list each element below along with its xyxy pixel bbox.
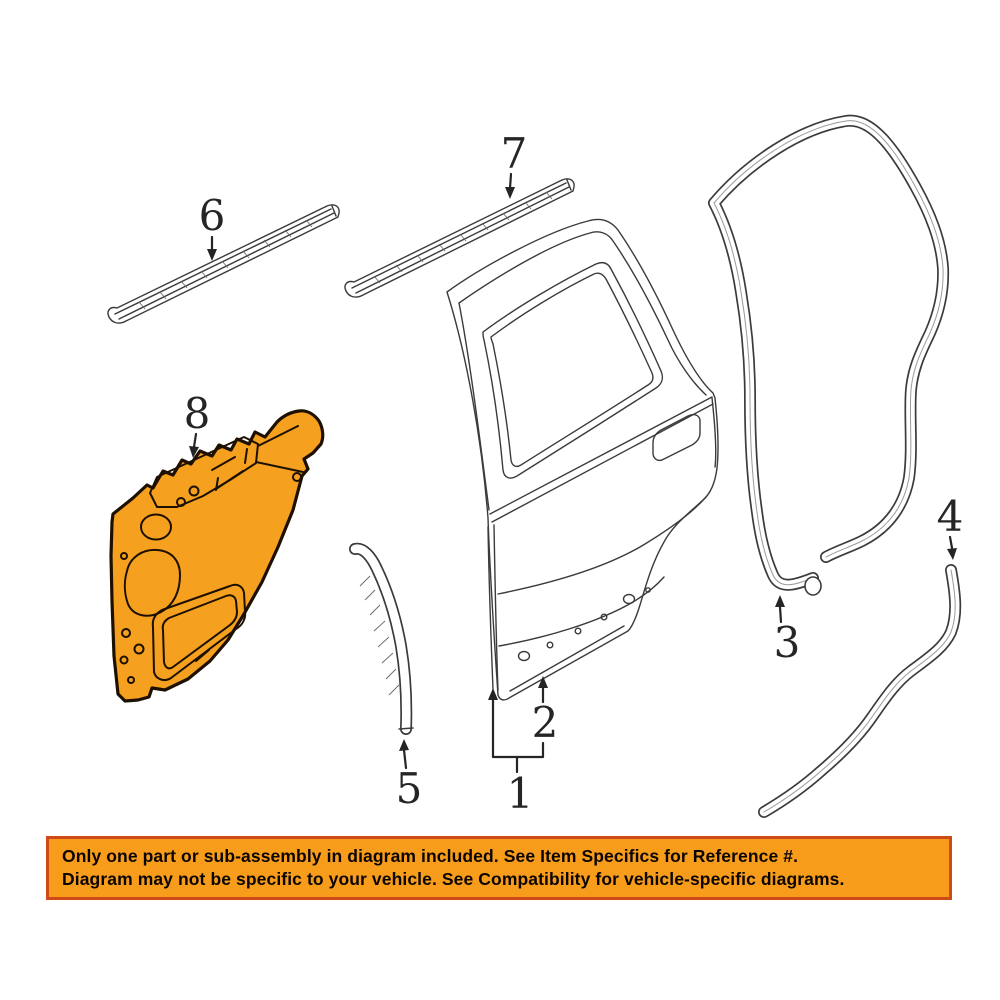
callout-3-number: 3 (774, 618, 801, 667)
callout-3: 3 (774, 595, 801, 667)
door-rear-edge-line (711, 397, 717, 468)
callout-1: 1 (488, 688, 545, 818)
callout-4-number: 4 (937, 492, 964, 541)
body-sweep-upper (497, 496, 707, 595)
shield-access-panel (151, 583, 247, 681)
callout-5-number: 5 (396, 764, 423, 813)
shield-grommet-hole (140, 513, 172, 541)
callout-4-arrow (948, 535, 954, 550)
callout-1-bracket (491, 697, 545, 774)
callouts: 6 7 8 2 1 (184, 129, 964, 818)
strip7-hatch (373, 191, 553, 284)
belt-line (489, 396, 714, 523)
callout-8: 8 (184, 389, 211, 458)
front-hem-lines (487, 524, 499, 691)
callout-6: 6 (199, 191, 226, 261)
door-outline (446, 218, 719, 701)
door-handle-cutout (652, 413, 701, 462)
door-bottom-holes (517, 587, 651, 662)
body-sweep-lower (498, 576, 665, 647)
callout-7: 7 (501, 129, 528, 199)
callout-7-number: 7 (501, 129, 528, 178)
belt-molding-outer-strip (107, 204, 340, 324)
glass-run-channel (349, 542, 414, 735)
callout-2: 2 (532, 676, 559, 747)
belt-weatherstrip-inner-strip (344, 178, 575, 298)
weatherstrip-end-nub (804, 576, 822, 596)
callout-4: 4 (937, 492, 964, 560)
door-opening-weatherstrip (708, 114, 950, 596)
door-hem-line (509, 625, 625, 692)
diagram-canvas: 6 7 8 2 1 (107, 114, 964, 818)
window-opening-outer (482, 261, 664, 479)
callout-8-arrow (192, 432, 198, 449)
callout-3-arrow (778, 605, 783, 624)
door-shell (446, 218, 719, 701)
window-frame-left-line (458, 302, 490, 511)
window-frame-inner-line (458, 231, 707, 396)
callout-2-number: 2 (532, 698, 559, 747)
water-shield-body (109, 409, 325, 703)
callout-6-number: 6 (199, 191, 226, 240)
rear-seal-strip (758, 564, 962, 818)
callout-8-number: 8 (184, 389, 211, 438)
strip6-hatch (138, 219, 313, 310)
banner-line-1: Only one part or sub-assembly in diagram… (62, 846, 799, 866)
callout-5: 5 (396, 739, 423, 813)
compatibility-banner: Only one part or sub-assembly in diagram… (46, 836, 952, 900)
callout-5-arrow (402, 748, 408, 770)
water-shield-highlighted (109, 409, 325, 703)
window-opening-inner (490, 272, 654, 468)
shield-blob-opening (123, 548, 181, 617)
callout-1-number: 1 (507, 769, 534, 818)
callout-7-arrow (508, 172, 513, 190)
channel-hatch (359, 575, 400, 696)
banner-line-2: Diagram may not be specific to your vehi… (62, 869, 845, 889)
